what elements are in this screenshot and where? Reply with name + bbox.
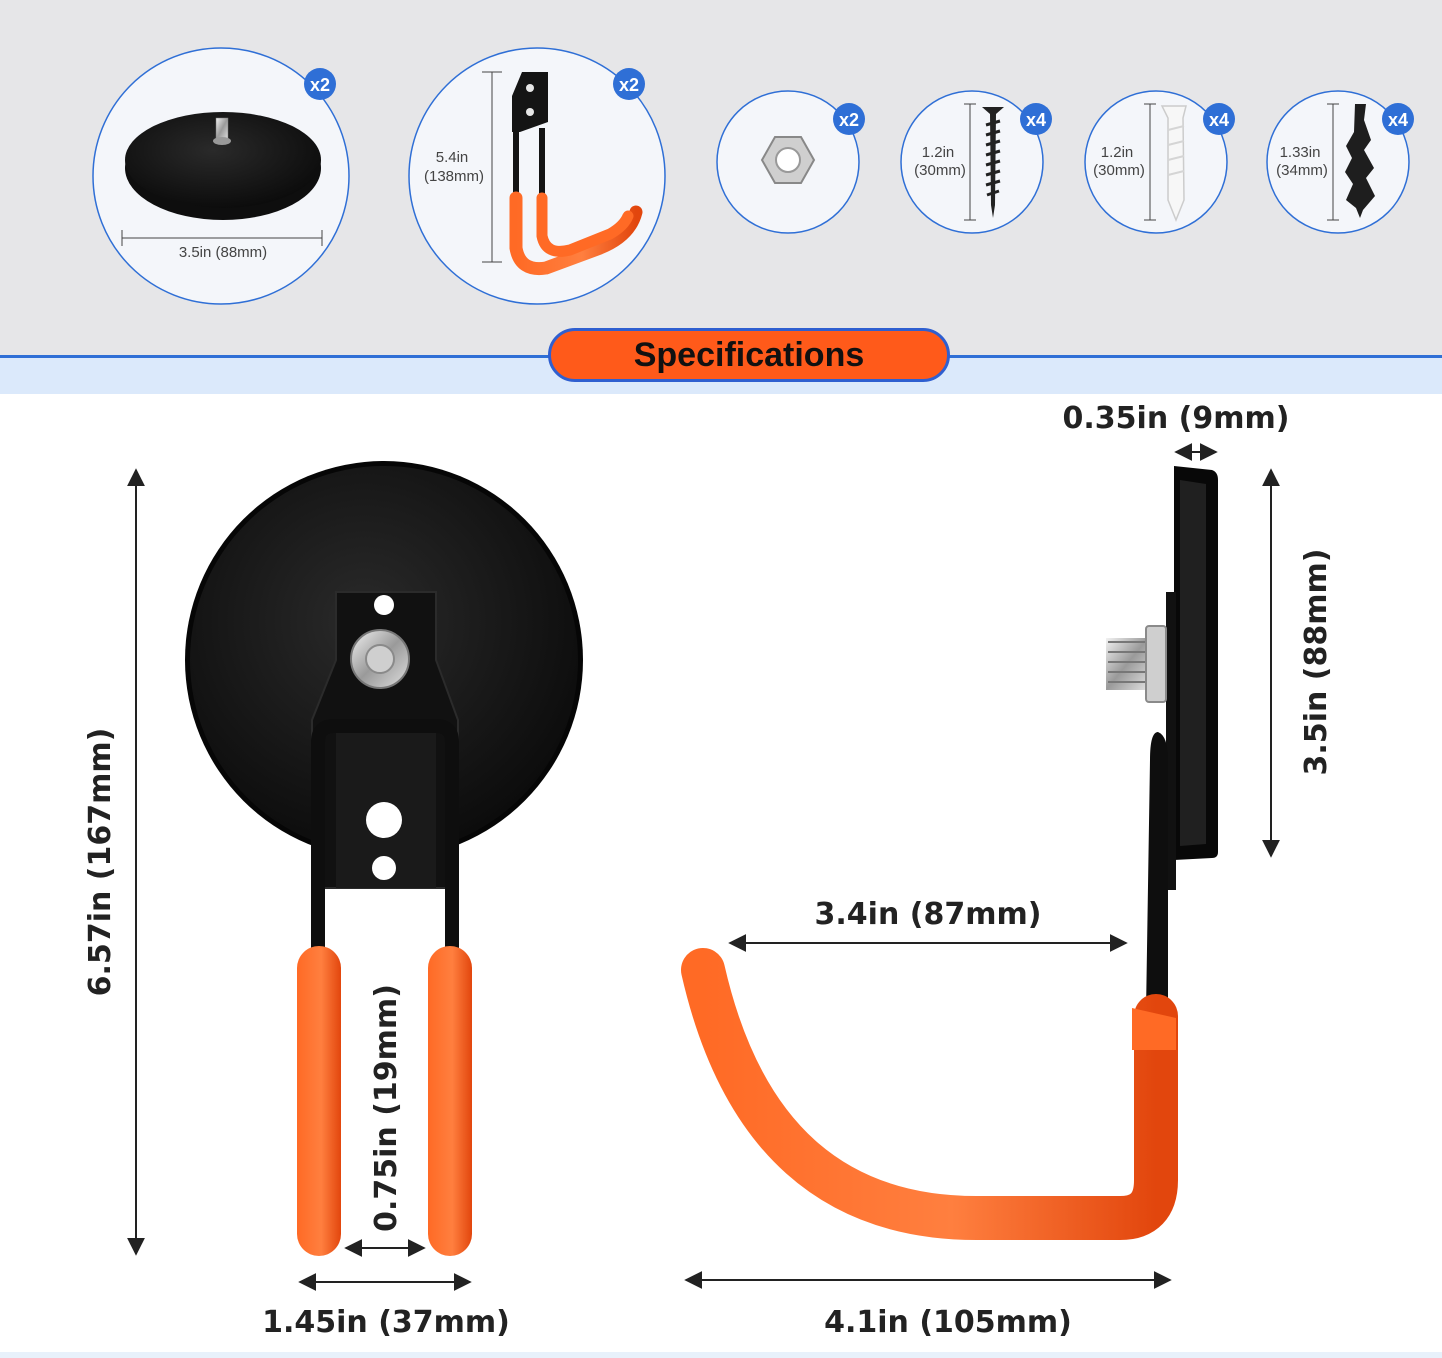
part-wall-anchor: 1.2in (30mm) x4 (1084, 90, 1235, 234)
wall-anchor-dimension-mm: (30mm) (1093, 162, 1145, 179)
magnet-quantity: x2 (310, 75, 330, 95)
side-view: 0.35in (9mm) 3.5in (88mm) 3.4in (87mm) 4… (681, 401, 1334, 1340)
quantity-badge (1203, 103, 1235, 135)
screw-dimension-in: 1.2in (922, 144, 955, 161)
screw-quantity: x4 (1026, 110, 1046, 130)
side-thickness-label: 0.35in (9mm) (1063, 401, 1290, 436)
drywall-anchor-dimension-mm: (34mm) (1276, 162, 1328, 179)
screw-dimension-mm: (30mm) (914, 162, 966, 179)
wall-anchor-dimension-in: 1.2in (1101, 144, 1134, 161)
hook-dimension-in: 5.4in (436, 149, 469, 166)
magnet-dimension: 3.5in (88mm) (179, 244, 267, 261)
quantity-badge (1020, 103, 1052, 135)
front-gap-label: 0.75in (19mm) (369, 984, 404, 1232)
specifications-banner: Specifications (548, 328, 950, 382)
drywall-anchor-quantity: x4 (1388, 110, 1408, 130)
hook-dimension-mm: (138mm) (424, 168, 484, 185)
part-drywall-anchor: 1.33in (34mm) x4 (1266, 90, 1414, 234)
part-nut: x2 (716, 90, 865, 234)
part-screw: 1.2in (30mm) x4 (900, 90, 1052, 234)
hook-quantity: x2 (619, 75, 639, 95)
quantity-badge (613, 68, 645, 100)
bottom-strip (0, 1352, 1442, 1358)
side-depth-label: 4.1in (105mm) (824, 1305, 1072, 1340)
front-width-label: 1.45in (37mm) (262, 1305, 510, 1340)
quantity-badge (833, 103, 865, 135)
banner-title: Specifications (633, 335, 865, 374)
nut-quantity: x2 (839, 110, 859, 130)
quantity-badge (1382, 103, 1414, 135)
wall-anchor-quantity: x4 (1209, 110, 1229, 130)
front-view: 6.57in (167mm) 0.75in (19mm) 1.45in (37m… (83, 461, 583, 1340)
side-reach-label: 3.4in (87mm) (815, 897, 1042, 932)
part-magnet: 3.5in (88mm) x2 (92, 47, 350, 305)
quantity-badge (304, 68, 336, 100)
part-hook: 5.4in (138mm) x2 (408, 47, 666, 305)
side-diameter-label: 3.5in (88mm) (1299, 549, 1334, 776)
drywall-anchor-dimension-in: 1.33in (1280, 144, 1321, 161)
front-height-label: 6.57in (167mm) (83, 728, 118, 997)
